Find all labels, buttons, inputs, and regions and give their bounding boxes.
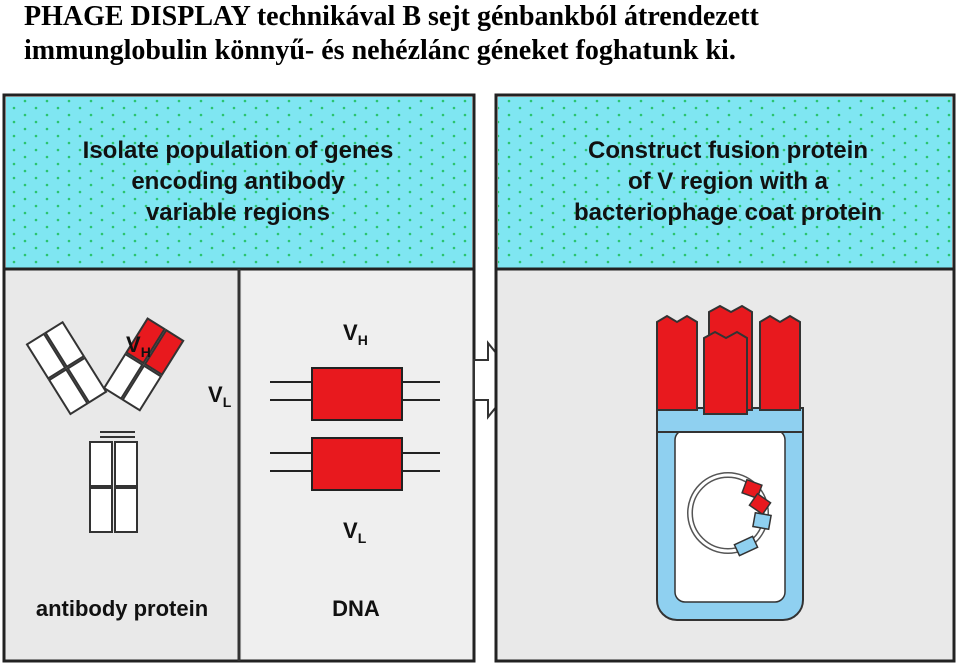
left-panel: Isolate population of genes encoding ant… bbox=[2, 93, 476, 663]
dna-vh-gene bbox=[270, 367, 440, 421]
bacteriophage-icon bbox=[656, 304, 804, 621]
right-panel: Construct fusion protein of V region wit… bbox=[494, 93, 956, 663]
slide-title: PHAGE DISPLAY technikával B sejt génbank… bbox=[24, 0, 954, 68]
antibody-caption: antibody protein bbox=[36, 596, 208, 621]
dna-vh-label: VH bbox=[343, 320, 368, 348]
dna-caption: DNA bbox=[332, 596, 380, 621]
dna-vl-label: VL bbox=[343, 518, 367, 546]
antibody-vh-label: VH bbox=[126, 332, 151, 360]
antibody-icon bbox=[25, 317, 185, 533]
antibody-vl-label: VL bbox=[208, 382, 232, 410]
left-heading-line-3: variable regions bbox=[146, 199, 330, 226]
dna-vl-gene bbox=[270, 437, 440, 491]
slide-title-line-2: immunglobulin könnyű- és nehézlánc gének… bbox=[24, 35, 736, 66]
left-heading-line-2: encoding antibody bbox=[131, 168, 345, 195]
left-heading-line-1: Isolate population of genes bbox=[83, 137, 394, 164]
slide-title-line-1: PHAGE DISPLAY technikával B sejt génbank… bbox=[24, 1, 759, 32]
right-heading-line-3: bacteriophage coat protein bbox=[574, 199, 882, 226]
right-heading-dots bbox=[498, 97, 952, 269]
left-heading-dots bbox=[6, 97, 472, 269]
right-heading-line-2: of V region with a bbox=[628, 168, 829, 195]
right-heading-line-1: Construct fusion protein bbox=[588, 137, 868, 164]
